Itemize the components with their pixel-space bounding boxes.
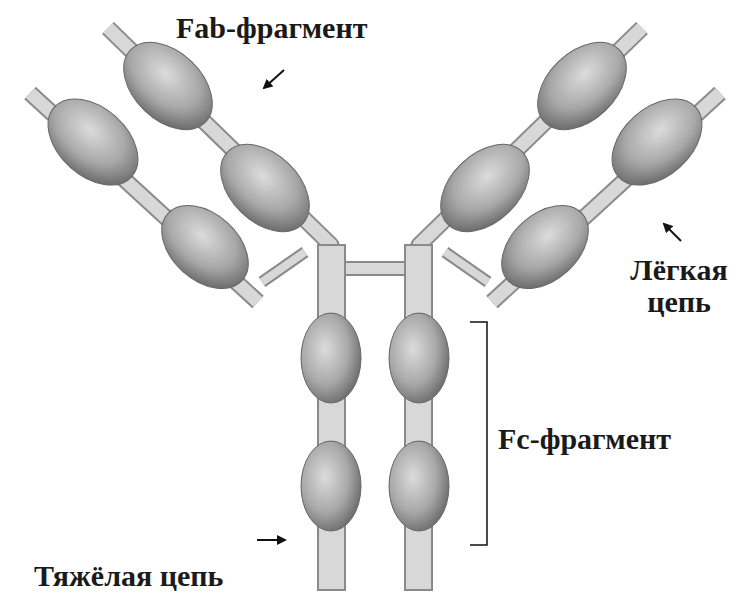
heavy-chain-label: Тяжёлая цепь (34, 560, 223, 592)
leader-arrow (257, 539, 285, 541)
leader-arrow (664, 224, 681, 241)
leader-arrow (264, 70, 284, 88)
antibody-half (30, 25, 331, 305)
fc-fragment-label: Fc-фрагмент (498, 423, 671, 455)
fab-fragment-label: Fab-фрагмент (176, 12, 367, 44)
bracket (470, 322, 487, 545)
light-chain-label: Лёгкая цепь (606, 254, 752, 317)
